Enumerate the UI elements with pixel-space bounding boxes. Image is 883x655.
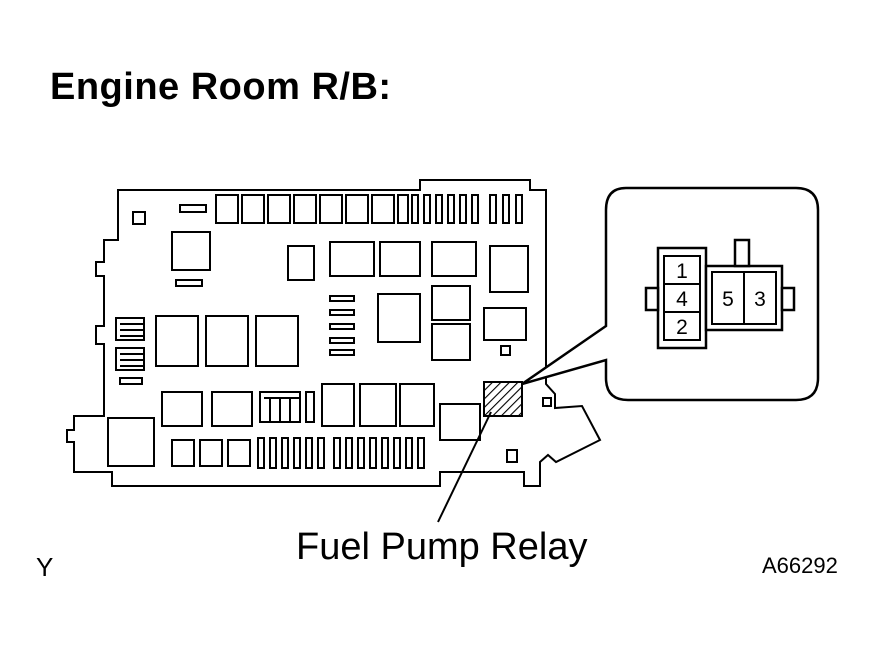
fuel-pump-relay [483,381,523,417]
figure-id: A66292 [762,553,838,578]
corner-code-left: Y [36,552,54,582]
pin-label-1: 1 [676,260,688,283]
pin-label-4: 4 [676,288,688,311]
pin-label-2: 2 [676,316,688,339]
fuel-pump-relay-label: Fuel Pump Relay [296,526,588,568]
relay-connector-cells [663,255,777,341]
relay-connector [644,238,796,350]
diagram-title: Engine Room R/B: [50,66,392,108]
relay-block-components [107,194,552,469]
pin-label-5: 5 [722,288,734,311]
connector-pin-labels: 1 4 2 5 3 [676,260,766,339]
fuse-stripes [120,323,300,422]
pin-label-3: 3 [754,288,766,311]
relay-leader-line [437,411,492,523]
